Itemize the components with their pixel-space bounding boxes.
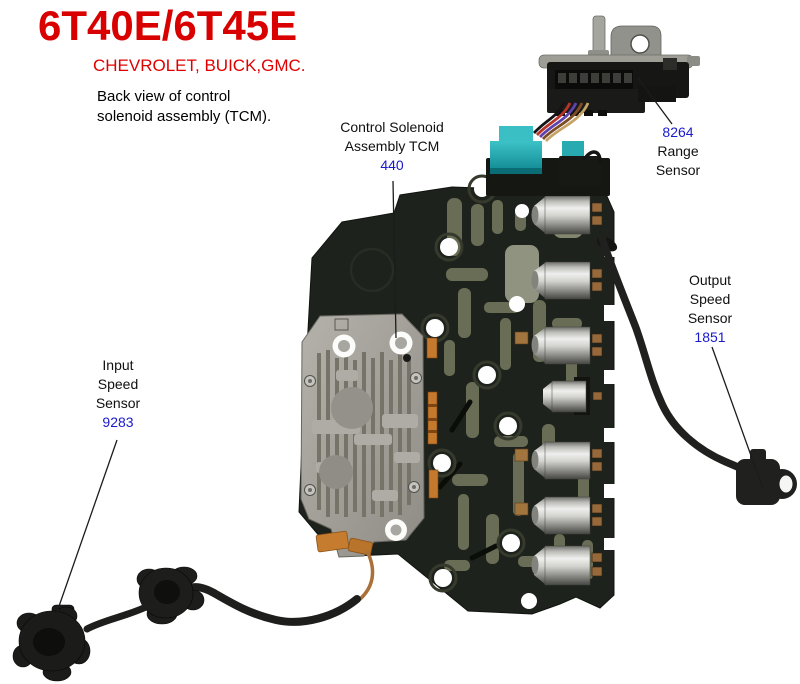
copper-lead — [357, 550, 375, 602]
sensor-wires — [532, 102, 590, 142]
part-number: 9283 — [102, 414, 134, 430]
leader-line-control — [392, 180, 397, 339]
solenoid-bank — [531, 195, 603, 586]
plate-screws — [304, 372, 422, 496]
leader-lines — [56, 77, 764, 613]
page-title: 6T40E/6T45E — [38, 2, 298, 49]
solenoid-cylinder-2 — [531, 261, 603, 300]
body-circle-detail — [349, 247, 395, 293]
flex-circuit-strips — [426, 337, 439, 499]
solenoid-cylinder-7 — [531, 545, 603, 586]
input-speed-sensor-cable — [83, 530, 375, 633]
rail-contact-tabs — [514, 331, 529, 516]
solenoid-cylinder-6 — [531, 496, 603, 535]
range-sensor-illustration — [532, 15, 700, 142]
view-description-line2: solenoid assembly (TCM). — [97, 108, 272, 125]
output-speed-sensor-illustration — [736, 449, 797, 505]
tcm-cover-plate — [300, 313, 425, 558]
plate-stamp — [334, 318, 349, 331]
bracket-hole — [630, 34, 650, 54]
view-description-line1: Back view of control — [97, 88, 231, 105]
plate-bolt-holes — [332, 331, 413, 541]
callout-label-line: Input — [102, 357, 134, 373]
connector-wire-loop — [582, 150, 602, 164]
part-number: 8264 — [662, 124, 694, 140]
part-number: 1851 — [694, 329, 726, 345]
solenoid-cylinder-3 — [531, 326, 603, 365]
output-speed-sensor-cable — [596, 234, 759, 481]
solenoid-cylinder-5 — [531, 441, 603, 480]
main-connector-teal — [490, 126, 542, 174]
callout-label-line: Control Solenoid — [340, 119, 444, 135]
input-speed-sensor-illustration — [12, 604, 91, 682]
callout-control-solenoid-assembly: Control Solenoid Assembly TCM 440 — [312, 118, 472, 175]
leader-line-range — [637, 77, 673, 125]
view-description: Back view of control solenoid assembly (… — [97, 87, 271, 127]
callout-output-speed-sensor: Output Speed Sensor 1851 — [652, 271, 768, 347]
harness-connectors — [486, 126, 610, 196]
leader-line-input — [56, 439, 118, 613]
callout-label-line: Range — [657, 143, 699, 159]
callout-label-line: Assembly TCM — [344, 138, 440, 154]
callout-label-line: Output — [688, 272, 732, 288]
part-number: 440 — [380, 157, 404, 173]
solenoid-cylinder-1 — [531, 195, 603, 235]
mounting-holes — [420, 174, 537, 609]
aux-connector-teal — [559, 141, 601, 186]
callout-label-line: Sensor — [655, 162, 701, 178]
callout-label-line: Sensor — [687, 310, 733, 326]
callout-range-sensor: 8264 Range Sensor — [619, 123, 737, 180]
callout-input-speed-sensor: Input Speed Sensor 9283 — [58, 356, 178, 432]
callout-label-line: Sensor — [95, 395, 141, 411]
connector-teeth — [558, 73, 632, 83]
callout-label-line: Speed — [97, 376, 139, 392]
solenoid-cylinder-4 — [543, 377, 603, 415]
callout-label-line: Speed — [689, 291, 731, 307]
leader-line-output — [711, 346, 764, 490]
brands-subtitle: CHEVROLET, BUICK,GMC. — [93, 56, 306, 75]
